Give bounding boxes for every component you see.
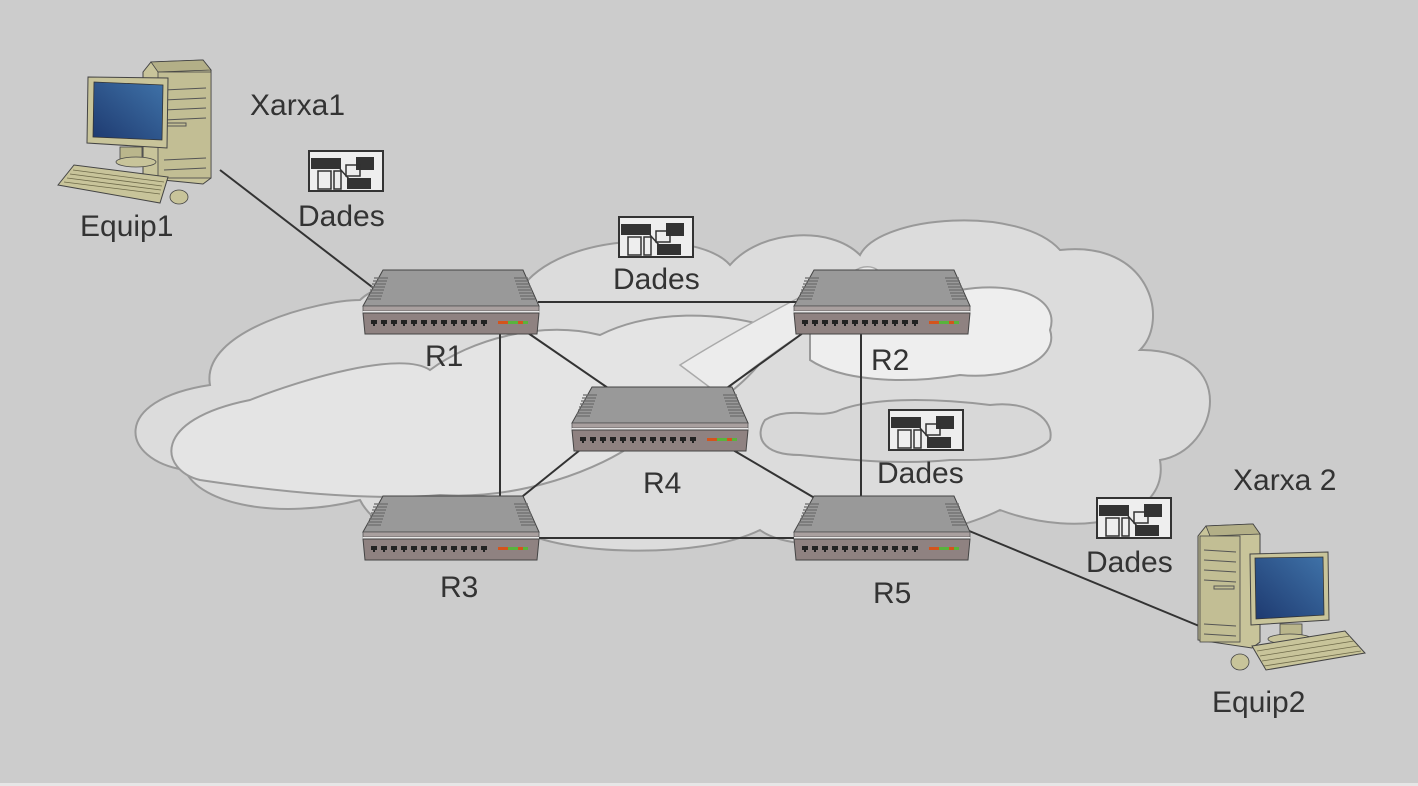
links <box>219 169 1205 629</box>
data-packet-icon <box>308 150 384 192</box>
packet-label: Dades <box>613 263 700 296</box>
link-r2-r4 <box>723 332 804 391</box>
data-packet-icon <box>888 409 964 451</box>
router-label-r2: R2 <box>871 344 910 377</box>
network-label-xarxa2: Xarxa 2 <box>1233 464 1337 497</box>
data-packet-icon <box>618 216 694 258</box>
network-label-xarxa1: Xarxa1 <box>250 89 346 122</box>
router-r3[interactable] <box>362 495 540 561</box>
router-r5[interactable] <box>793 495 971 561</box>
bottom-border <box>0 783 1418 786</box>
link-equip1-r1 <box>219 169 377 291</box>
router-r4[interactable] <box>571 386 749 452</box>
packet-label: Dades <box>1086 546 1173 579</box>
link-r4-r5 <box>732 449 819 501</box>
host-label-equip2: Equip2 <box>1212 686 1306 719</box>
router-label-r4: R4 <box>643 467 682 500</box>
computer-equip1-icon[interactable] <box>57 59 212 205</box>
host-label-equip1: Equip1 <box>80 210 174 243</box>
router-label-r5: R5 <box>873 577 912 610</box>
router-r1[interactable] <box>362 269 540 335</box>
cloud-inner-left <box>170 314 782 498</box>
packet-label: Dades <box>877 457 964 490</box>
link-r1-r4 <box>527 332 609 389</box>
computer-equip2-icon[interactable] <box>1197 523 1366 671</box>
router-label-r1: R1 <box>425 340 464 373</box>
link-r5-equip2 <box>961 527 1205 629</box>
data-packet-icon <box>1096 497 1172 539</box>
link-r3-r4 <box>517 449 581 501</box>
packet-label: Dades <box>298 200 385 233</box>
router-label-r3: R3 <box>440 571 479 604</box>
router-r2[interactable] <box>793 269 971 335</box>
